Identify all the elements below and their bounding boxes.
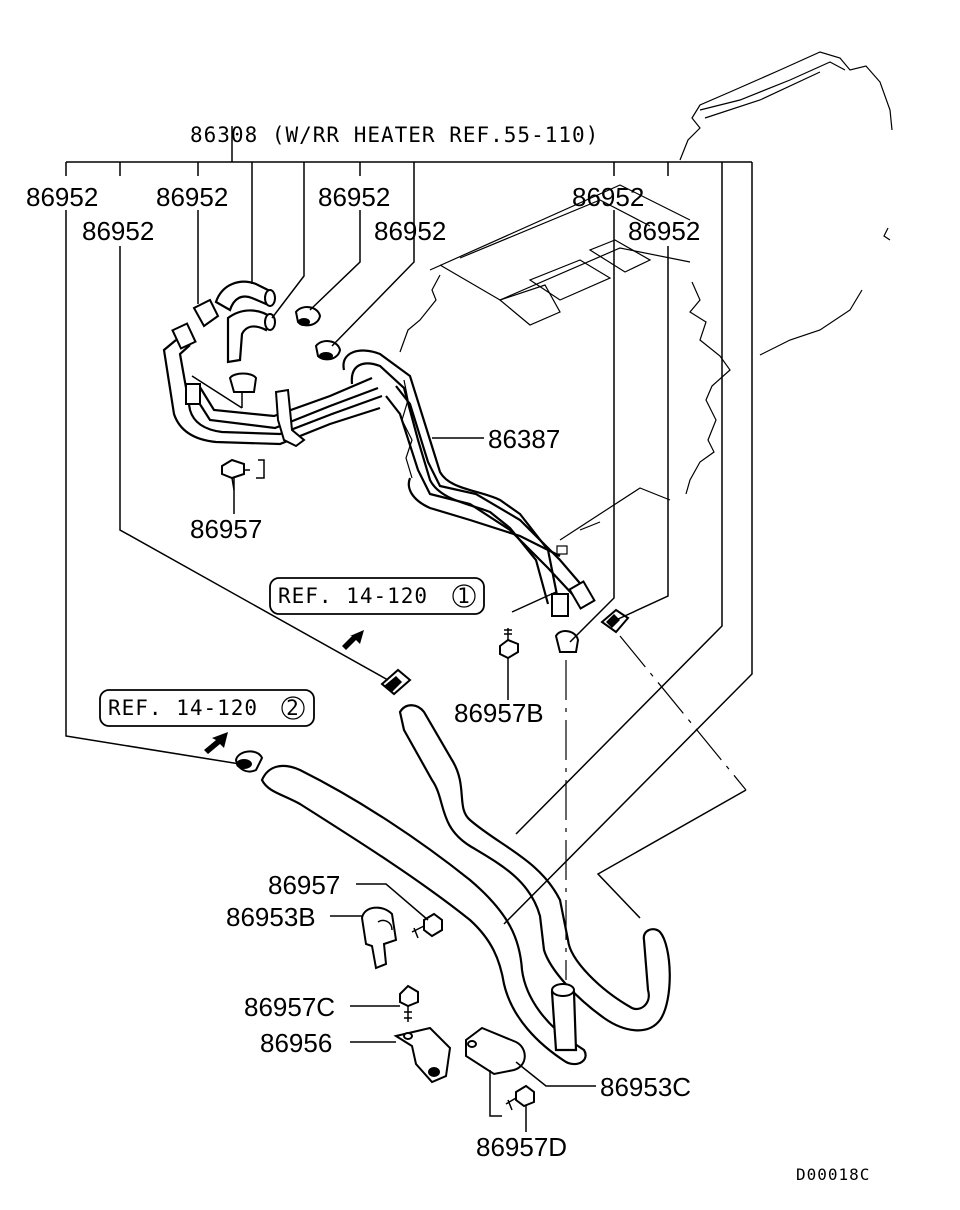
label-86952-center-lower: 86952 (374, 216, 446, 246)
label-86952-right: 86952 (572, 182, 644, 212)
label-86953c: 86953C (600, 1072, 691, 1102)
lower-hoses (234, 668, 671, 1066)
pipe-86387 (342, 349, 596, 617)
lower-parts (360, 906, 535, 1111)
label-86952-left: 86952 (26, 182, 98, 212)
diagram-code: D00018C (796, 1165, 870, 1184)
ref-1-num: 1 (457, 584, 471, 608)
label-86953b: 86953B (226, 902, 316, 932)
title-callout: 86308 (W/RR HEATER REF.55-110) (190, 123, 599, 147)
label-86952-mid: 86952 (156, 182, 228, 212)
label-86956: 86956 (260, 1028, 332, 1058)
ref-2-num: 2 (286, 696, 300, 720)
label-86957-lower: 86957 (268, 870, 340, 900)
label-86957c: 86957C (244, 992, 335, 1022)
ref-2-circle (281, 696, 305, 720)
label-86387: 86387 (488, 424, 560, 454)
label-86952-right-lower: 86952 (628, 216, 700, 246)
ref-box-2[interactable]: REF. 14-120 2 (99, 689, 315, 727)
ref-box-1[interactable]: REF. 14-120 1 (269, 577, 485, 615)
label-86957d: 86957D (476, 1132, 567, 1162)
direction-arrows (204, 630, 364, 754)
arrow-ref-2-icon (204, 732, 228, 754)
callout-labels: 86308 (W/RR HEATER REF.55-110) 86952 869… (26, 123, 700, 1162)
label-86952-left-lower: 86952 (82, 216, 154, 246)
leader-lines (65, 126, 753, 1132)
label-86952-center: 86952 (318, 182, 390, 212)
ref-2-text: REF. 14-120 (108, 696, 258, 720)
label-86957-upper: 86957 (190, 514, 262, 544)
label-86957b: 86957B (454, 698, 544, 728)
arrow-ref-1-icon (342, 630, 364, 650)
ref-1-text: REF. 14-120 (278, 584, 428, 608)
hose-assembly-86308 (162, 280, 383, 491)
ref-1-circle (452, 584, 476, 608)
pipe-end-clips (499, 608, 630, 690)
